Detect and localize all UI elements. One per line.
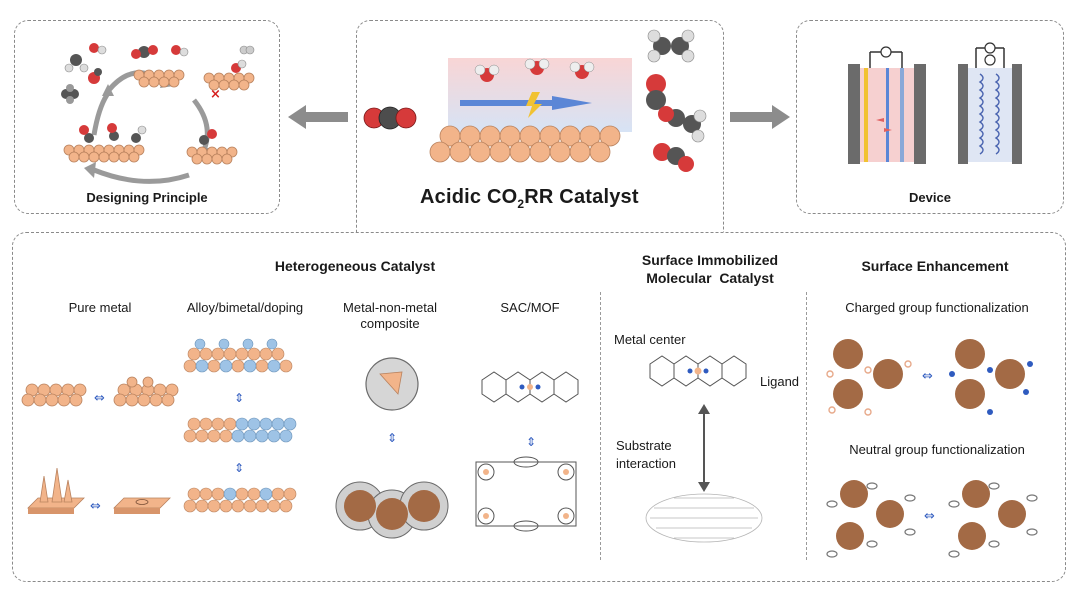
device-label: Device — [909, 190, 951, 205]
pure-metal-illustration: ⇔ ⇔ — [21, 376, 179, 514]
svg-text:⇕: ⇕ — [526, 435, 536, 449]
svg-text:⇕: ⇕ — [234, 461, 244, 475]
device-illustration — [848, 42, 1022, 164]
svg-text:⇕: ⇕ — [387, 431, 397, 445]
divider-2 — [806, 292, 807, 560]
neutral-label: Neutral group functionalization — [849, 442, 1025, 457]
immobilized-title-2: Molecular Catalyst — [646, 270, 774, 286]
ligand-label: Ligand — [760, 374, 800, 389]
immobilized-illustration — [645, 355, 763, 543]
svg-text:⇔: ⇔ — [94, 391, 105, 406]
sac-mof-label: SAC/MOF — [500, 300, 560, 315]
neutral-illustration: ⇔ — [826, 480, 1038, 558]
immobilized-title-1: Surface Immobilized — [641, 252, 779, 268]
main-title-sub: 2 — [517, 197, 525, 211]
products-molecules — [646, 29, 707, 172]
alloy-label: Alloy/bimetal/doping — [186, 300, 304, 315]
svg-text:⇔: ⇔ — [90, 499, 101, 514]
svg-text:×: × — [210, 87, 221, 102]
main-title-prefix: Acidic CO — [420, 186, 518, 208]
enhancement-title: Surface Enhancement — [861, 258, 1009, 274]
arrow-left-icon — [288, 105, 348, 129]
substrate-label-1: Substrate — [616, 438, 672, 453]
main-title-suffix: RR Catalyst — [524, 186, 639, 208]
designing-principle-label: Designing Principle — [86, 190, 208, 205]
pure-metal-label: Pure metal — [68, 300, 132, 315]
composite-label: Metal-non-metal composite — [343, 300, 437, 331]
svg-text:⇔: ⇔ — [922, 369, 933, 384]
catalyst-surface-illustration — [429, 58, 632, 163]
arrow-right-icon — [730, 105, 790, 129]
metal-center-label: Metal center — [614, 332, 686, 347]
main-title: Acidic CO2RR Catalyst — [420, 186, 639, 211]
co2-molecule — [363, 106, 417, 130]
heterogeneous-title: Heterogeneous Catalyst — [274, 258, 436, 274]
composite-illustration: ⇕ — [335, 357, 449, 539]
alloy-illustration: ⇕ ⇕ — [183, 338, 297, 513]
svg-text:⇔: ⇔ — [924, 509, 935, 524]
charged-label: Charged group functionalization — [845, 300, 1029, 315]
charged-illustration: ⇔ — [826, 339, 1033, 416]
divider-1 — [600, 292, 601, 560]
designing-principle-illustration: × — [61, 43, 255, 184]
svg-text:⇕: ⇕ — [234, 391, 244, 405]
substrate-label-2: interaction — [616, 456, 676, 471]
sac-mof-illustration: ⇕ — [475, 371, 579, 532]
